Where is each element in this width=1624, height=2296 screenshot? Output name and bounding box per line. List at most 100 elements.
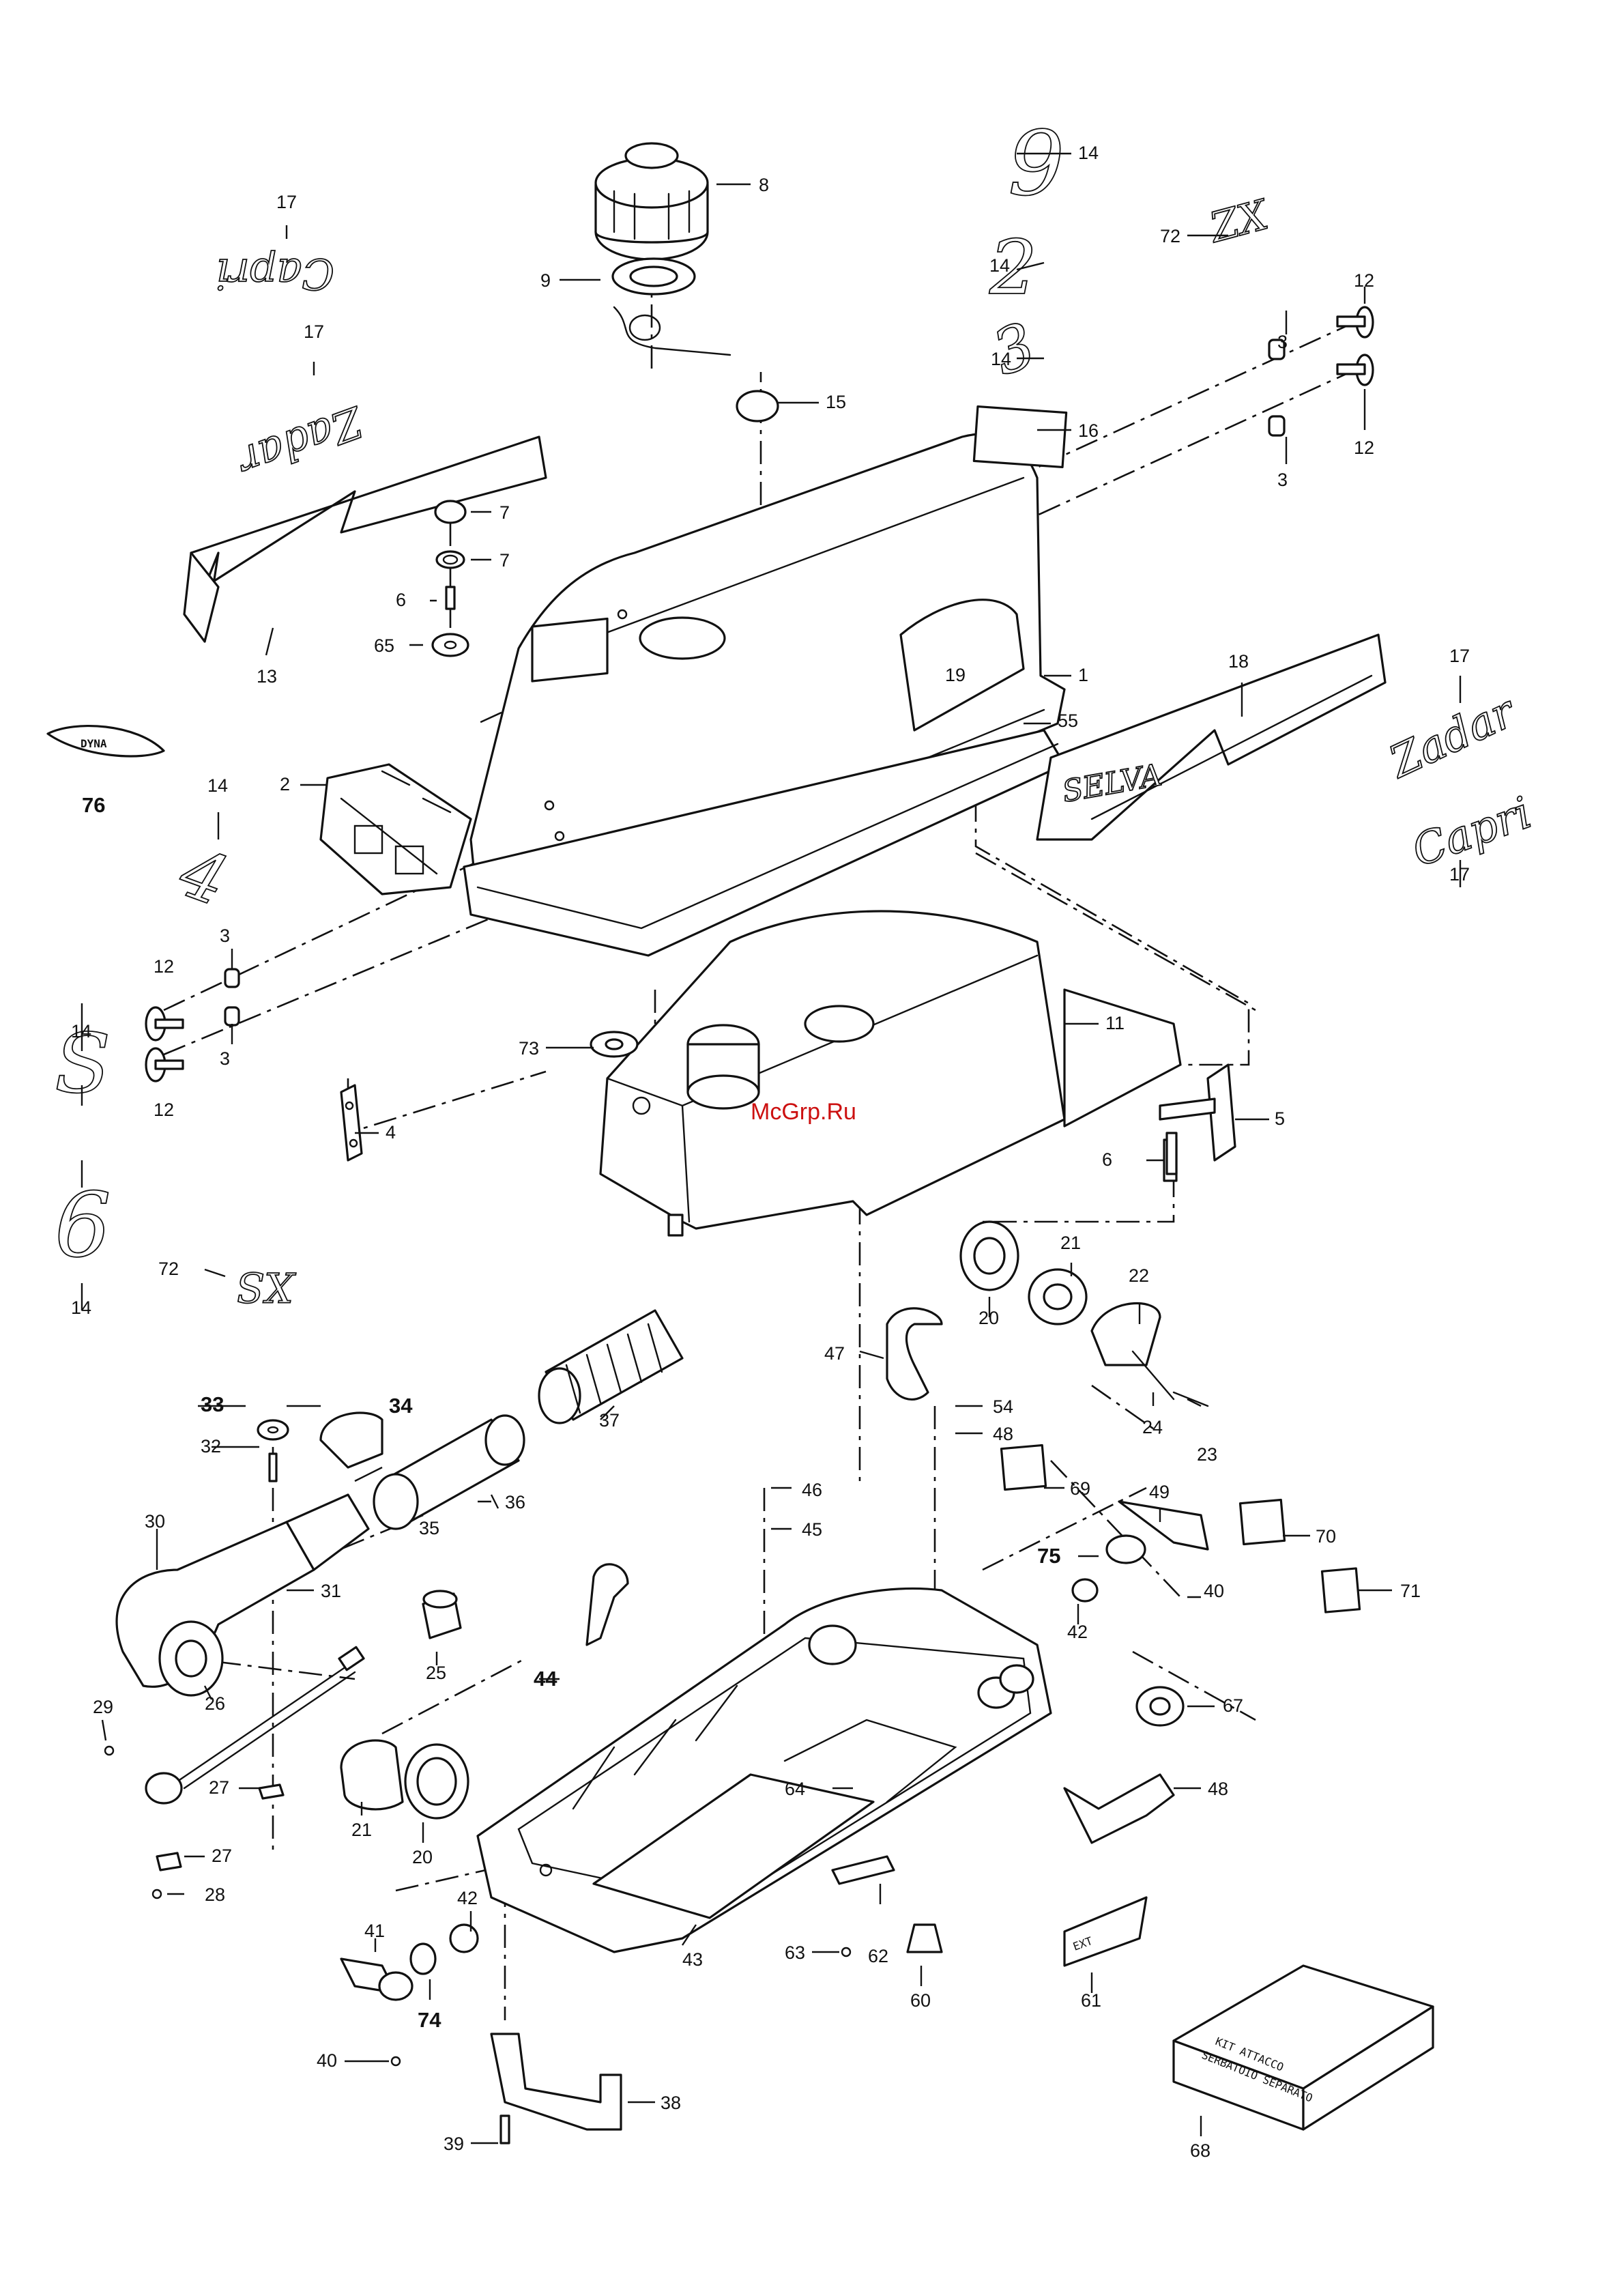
hook-44 xyxy=(585,1563,629,1646)
callout-14: 14 xyxy=(207,775,228,796)
callout-62: 62 xyxy=(868,1946,888,1966)
callout-37: 37 xyxy=(599,1410,620,1431)
callout-73: 73 xyxy=(519,1038,539,1059)
callout-41: 41 xyxy=(364,1921,385,1941)
clip-27-28 xyxy=(104,1745,285,1899)
callout-54: 54 xyxy=(993,1396,1013,1417)
badge-61: EXT xyxy=(1063,1896,1148,1967)
grip-sleeve-37 xyxy=(538,1309,684,1424)
callout-17: 17 xyxy=(1449,864,1470,885)
callout-12: 12 xyxy=(1354,437,1374,458)
callout-36: 36 xyxy=(505,1492,525,1512)
zadar-decal-upside: Zadar xyxy=(231,397,371,488)
callout-43: 43 xyxy=(682,1949,703,1970)
callout-70: 70 xyxy=(1316,1526,1336,1547)
seal-20-21-22-right xyxy=(959,1220,1209,1407)
seal-21-20-lower xyxy=(340,1739,469,1820)
callout-74: 74 xyxy=(418,2008,441,2032)
callout-34: 34 xyxy=(389,1394,413,1418)
stripe-decal-13 xyxy=(183,435,547,643)
callout-35: 35 xyxy=(419,1518,439,1538)
capri-decal: Capri xyxy=(1406,788,1538,877)
decal-69 xyxy=(1000,1444,1047,1491)
screw-39 xyxy=(499,2114,510,2144)
callout-23: 23 xyxy=(1197,1444,1217,1465)
callout-14: 14 xyxy=(989,255,1010,276)
callout-4: 4 xyxy=(386,1122,396,1143)
fuel-tank xyxy=(599,910,1182,1237)
callout-19: 19 xyxy=(945,665,966,685)
callout-7: 7 xyxy=(499,550,510,571)
callout-28: 28 xyxy=(205,1884,225,1905)
callout-14: 14 xyxy=(71,1297,91,1318)
callout-27: 27 xyxy=(212,1846,232,1866)
callout-48: 48 xyxy=(1208,1779,1228,1799)
callout-7: 7 xyxy=(499,502,510,523)
callout-44: 44 xyxy=(534,1667,557,1691)
callout-71: 71 xyxy=(1400,1581,1421,1601)
callout-12: 12 xyxy=(154,956,174,977)
screw-12-left xyxy=(145,1006,184,1082)
callout-67: 67 xyxy=(1223,1695,1243,1716)
callout-26: 26 xyxy=(205,1693,225,1714)
callout-69: 69 xyxy=(1070,1478,1090,1499)
callout-55: 55 xyxy=(1058,711,1078,731)
kit-box-68: KIT ATTACCO SERBATOIO SEPARATO xyxy=(1172,1964,1434,2131)
callout-numbers: 8 9 14 14 14 72 15 16 3 3 12 12 17 17 13… xyxy=(71,143,1470,2161)
callout-2: 2 xyxy=(280,774,290,794)
callout-49: 49 xyxy=(1149,1482,1170,1502)
callout-3: 3 xyxy=(1277,470,1288,490)
callout-38: 38 xyxy=(661,2093,681,2113)
zadar-decal: Zadar xyxy=(1381,686,1524,789)
hook-47 xyxy=(886,1307,943,1401)
rod-38 xyxy=(490,2033,622,2131)
zx-decal: ZX xyxy=(1204,190,1275,253)
callout-39: 39 xyxy=(444,2134,464,2154)
callout-31: 31 xyxy=(321,1581,341,1601)
clamp-34 xyxy=(319,1411,383,1469)
callout-40: 40 xyxy=(1204,1581,1224,1601)
callout-14: 14 xyxy=(1078,143,1099,163)
washer-33 xyxy=(257,1419,289,1482)
link-41 xyxy=(340,1957,414,2001)
digit-6-upside: 6 xyxy=(1008,109,1064,212)
callout-15: 15 xyxy=(826,392,846,412)
label-15 xyxy=(736,390,779,422)
callout-27: 27 xyxy=(209,1777,229,1798)
callout-76: 76 xyxy=(82,793,105,817)
decal-70 xyxy=(1238,1498,1286,1546)
callout-17: 17 xyxy=(276,192,297,212)
watermark: McGrp.Ru xyxy=(751,1099,856,1125)
callout-3: 3 xyxy=(1277,332,1288,352)
engine-cowling xyxy=(463,433,1066,957)
callout-63: 63 xyxy=(785,1942,805,1963)
callout-12: 12 xyxy=(1354,270,1374,291)
callout-5: 5 xyxy=(1275,1108,1285,1129)
callout-48: 48 xyxy=(993,1424,1013,1444)
leader-lines xyxy=(81,152,1462,2144)
decal-71 xyxy=(1320,1567,1361,1613)
washers-7-6-65 xyxy=(431,500,469,657)
callout-61: 61 xyxy=(1081,1990,1101,2011)
callout-33: 33 xyxy=(201,1392,224,1416)
callout-47: 47 xyxy=(824,1343,845,1364)
throttle-cable-26 xyxy=(145,1646,365,1805)
callout-24: 24 xyxy=(1142,1417,1163,1437)
label-16 xyxy=(972,405,1068,469)
callout-9: 9 xyxy=(540,270,551,291)
screw-6-latch xyxy=(1165,1132,1178,1175)
link-48-lower xyxy=(1063,1773,1175,1844)
xs-decal: XS xyxy=(236,1263,296,1310)
callout-75: 75 xyxy=(1037,1544,1060,1568)
callout-42: 42 xyxy=(457,1888,478,1908)
callout-12: 12 xyxy=(154,1100,174,1120)
dyna-badge-text: DYNA xyxy=(81,737,107,750)
tiller-handle xyxy=(115,1493,370,1697)
callout-64: 64 xyxy=(785,1779,805,1799)
callout-25: 25 xyxy=(426,1663,446,1683)
throttle-grip-35 xyxy=(373,1414,525,1530)
callout-3: 3 xyxy=(220,1048,230,1069)
nut-60 xyxy=(906,1923,943,1953)
digit-6-decal: 6 xyxy=(55,1173,111,1277)
callout-42: 42 xyxy=(1067,1622,1088,1642)
